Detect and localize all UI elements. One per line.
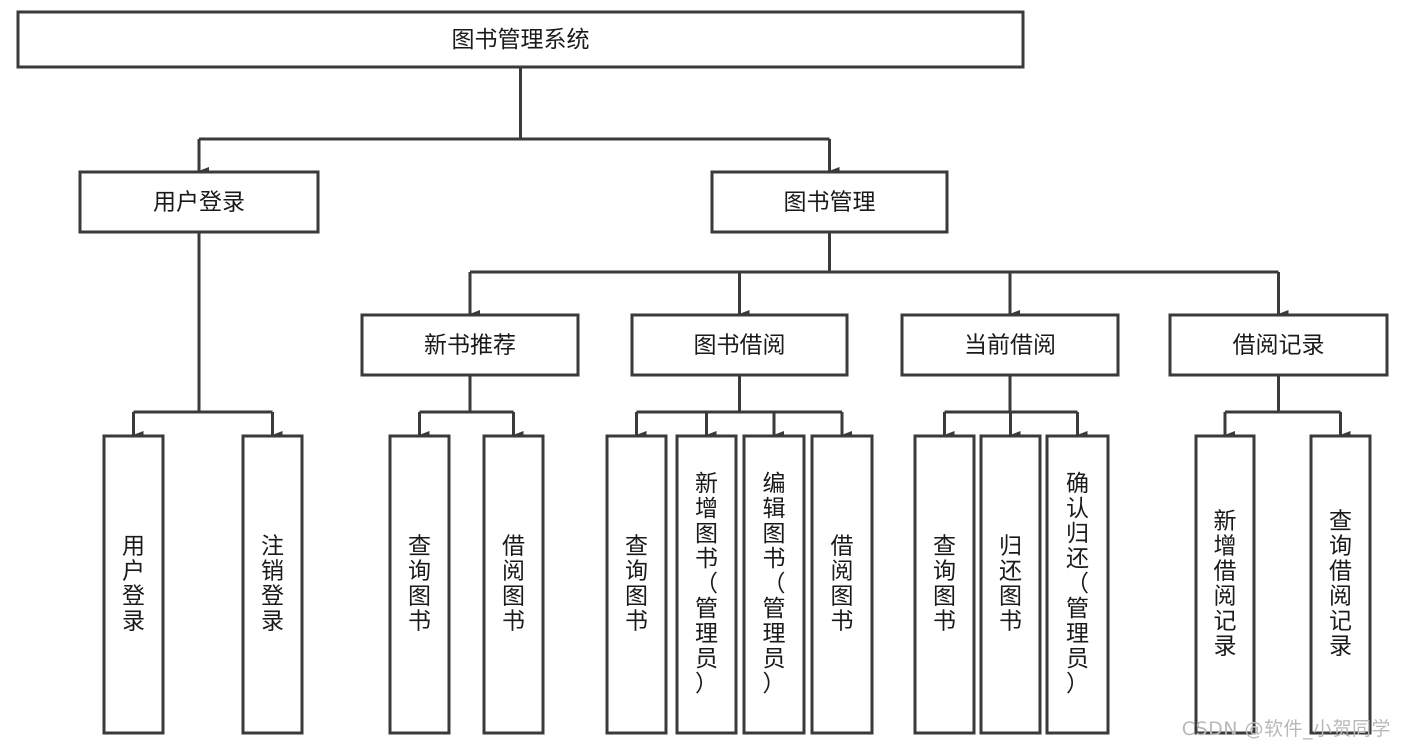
node-label-return-book: 归还图书 bbox=[999, 534, 1022, 635]
node-box-current-borrow bbox=[900, 313, 1120, 377]
node-box-new-book-recommend bbox=[360, 313, 580, 377]
node-add-book-admin[interactable]: 新增图书（管理员） bbox=[675, 434, 738, 735]
node-box-confirm-return-admin bbox=[1045, 434, 1110, 735]
node-box-user-login-do bbox=[102, 434, 165, 735]
node-label-user-login: 用户登录 bbox=[153, 190, 245, 216]
node-label-query-borrow-record: 查询借阅记录 bbox=[1329, 509, 1352, 660]
node-box-query-book-2 bbox=[605, 434, 668, 735]
node-label-borrow-book-2: 借阅图书 bbox=[831, 534, 854, 635]
node-box-book-borrow bbox=[630, 313, 849, 377]
node-label-user-logout: 注销登录 bbox=[261, 534, 284, 635]
node-label-user-login-do: 用户登录 bbox=[122, 534, 145, 635]
node-box-query-book-3 bbox=[913, 434, 976, 735]
csdn-watermark: CSDN @软件_小贺同学 bbox=[1181, 718, 1391, 740]
node-label-book-borrow: 图书借阅 bbox=[694, 333, 786, 359]
node-box-borrow-record bbox=[1168, 313, 1389, 377]
node-borrow-book-2[interactable]: 借阅图书 bbox=[810, 434, 874, 735]
node-user-login-do[interactable]: 用户登录 bbox=[102, 434, 165, 735]
node-box-user-login bbox=[78, 170, 320, 234]
node-query-book-3[interactable]: 查询图书 bbox=[913, 434, 976, 735]
node-box-borrow-book-1 bbox=[482, 434, 545, 735]
node-box-user-logout bbox=[241, 434, 304, 735]
node-label-query-book-3: 查询图书 bbox=[933, 534, 956, 635]
node-box-root bbox=[16, 10, 1025, 69]
node-new-book-recommend[interactable]: 新书推荐 bbox=[360, 313, 580, 377]
node-box-query-book-1 bbox=[388, 434, 451, 735]
node-label-borrow-record: 借阅记录 bbox=[1233, 333, 1325, 359]
node-box-add-borrow-record bbox=[1194, 434, 1256, 735]
node-label-add-book-admin: 新增图书（管理员） bbox=[695, 471, 718, 697]
node-confirm-return-admin[interactable]: 确认归还（管理员） bbox=[1045, 434, 1110, 735]
node-user-logout[interactable]: 注销登录 bbox=[241, 434, 304, 735]
node-box-add-book-admin bbox=[675, 434, 738, 735]
node-label-root: 图书管理系统 bbox=[452, 27, 590, 53]
node-box-query-borrow-record bbox=[1309, 434, 1372, 735]
node-borrow-record[interactable]: 借阅记录 bbox=[1168, 313, 1389, 377]
node-box-book-manage bbox=[710, 170, 949, 234]
node-return-book[interactable]: 归还图书 bbox=[979, 434, 1042, 735]
node-query-borrow-record[interactable]: 查询借阅记录 bbox=[1309, 434, 1372, 735]
node-layer: 图书管理系统用户登录用户登录注销登录图书管理新书推荐查询图书借阅图书图书借阅查询… bbox=[16, 10, 1389, 735]
node-label-edit-book-admin: 编辑图书（管理员） bbox=[763, 471, 786, 697]
node-root[interactable]: 图书管理系统 bbox=[16, 10, 1025, 69]
node-label-borrow-book-1: 借阅图书 bbox=[502, 534, 525, 635]
node-add-borrow-record[interactable]: 新增借阅记录 bbox=[1194, 434, 1256, 735]
node-current-borrow[interactable]: 当前借阅 bbox=[900, 313, 1120, 377]
connector-layer bbox=[132, 67, 1351, 439]
node-box-return-book bbox=[979, 434, 1042, 735]
node-label-new-book-recommend: 新书推荐 bbox=[424, 333, 516, 359]
node-book-borrow[interactable]: 图书借阅 bbox=[630, 313, 849, 377]
node-label-book-manage: 图书管理 bbox=[784, 190, 876, 216]
node-box-borrow-book-2 bbox=[810, 434, 874, 735]
node-edit-book-admin[interactable]: 编辑图书（管理员） bbox=[742, 434, 806, 735]
node-label-current-borrow: 当前借阅 bbox=[964, 333, 1056, 359]
node-borrow-book-1[interactable]: 借阅图书 bbox=[482, 434, 545, 735]
node-label-confirm-return-admin: 确认归还（管理员） bbox=[1066, 471, 1089, 697]
node-label-query-book-2: 查询图书 bbox=[625, 534, 648, 635]
node-book-manage[interactable]: 图书管理 bbox=[710, 170, 949, 234]
node-label-add-borrow-record: 新增借阅记录 bbox=[1214, 509, 1237, 660]
node-query-book-2[interactable]: 查询图书 bbox=[605, 434, 668, 735]
node-user-login[interactable]: 用户登录 bbox=[78, 170, 320, 234]
node-box-edit-book-admin bbox=[742, 434, 806, 735]
node-query-book-1[interactable]: 查询图书 bbox=[388, 434, 451, 735]
node-label-query-book-1: 查询图书 bbox=[408, 534, 431, 635]
